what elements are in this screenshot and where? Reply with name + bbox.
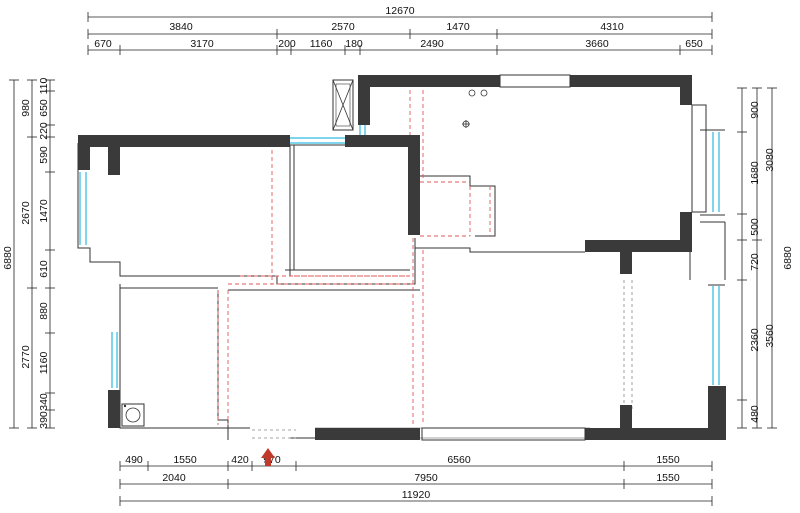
dim-right-s3: 500 (749, 218, 761, 236)
dim-top-r3-3: 200 (278, 38, 296, 50)
dim-top-r3-8: 650 (685, 38, 703, 50)
dim-top-r2-4: 4310 (600, 21, 624, 33)
top-dimensions: 12670 3840 2570 1470 4310 670 3170 200 1… (87, 5, 713, 55)
ac-unit-icon (332, 79, 354, 131)
dim-left-s2: 650 (38, 99, 50, 117)
dim-left-s7: 880 (38, 302, 50, 320)
interior-outlines (77, 129, 726, 440)
dim-right-s1: 900 (749, 101, 761, 119)
dim-bottom-overall: 11920 (402, 489, 431, 501)
right-dimensions: 6880 3080 3560 900 1680 500 720 2360 480 (737, 87, 794, 429)
washing-machine-icon (121, 403, 145, 427)
dim-right-s4: 720 (749, 253, 761, 271)
dim-left-s5: 1470 (38, 199, 50, 223)
dim-top-overall: 12670 (385, 5, 414, 17)
dim-right-overall: 6880 (782, 246, 794, 270)
dim-left-s10: 390 (38, 411, 50, 429)
dim-top-r3-6: 2490 (420, 38, 444, 50)
dim-bottom-r1-6: 1550 (656, 454, 680, 466)
dim-bottom-r1-2: 1550 (173, 454, 197, 466)
windows (79, 74, 720, 441)
dim-bottom-r2-1: 2040 (162, 472, 186, 484)
dim-left-s9: 340 (38, 393, 50, 411)
dim-left-g3: 2770 (20, 345, 32, 369)
dim-top-r2-3: 1470 (446, 21, 470, 33)
dim-left-s1: 110 (38, 77, 50, 94)
dim-left-s6: 610 (38, 260, 50, 278)
dim-right-g2: 3560 (764, 324, 776, 348)
dim-left-s3: 220 (38, 122, 50, 140)
dim-top-r3-4: 1160 (310, 38, 333, 50)
dim-left-overall: 6880 (2, 246, 14, 270)
dim-bottom-r2-2: 7950 (414, 472, 438, 484)
dim-bottom-r1-5: 6560 (447, 454, 471, 466)
dim-top-r2-2: 2570 (331, 21, 355, 33)
bottom-dimensions: 490 1550 420 970 6560 1550 2040 7950 155… (119, 454, 713, 506)
dim-top-r3-5: 180 (345, 38, 363, 50)
dim-left-g1: 980 (20, 99, 32, 117)
dim-right-s6: 480 (749, 405, 761, 423)
dim-bottom-r1-1: 490 (125, 454, 143, 466)
opening-lines (252, 280, 633, 439)
left-dimensions: 6880 980 2670 2770 110 650 220 590 1470 … (2, 77, 55, 429)
dim-top-r2-1: 3840 (169, 21, 193, 33)
dim-bottom-r2-3: 1550 (656, 472, 680, 484)
dim-bottom-r1-3: 420 (231, 454, 249, 466)
walls (78, 75, 726, 440)
dim-right-s5: 2360 (749, 328, 761, 352)
dim-left-g2: 2670 (20, 201, 32, 225)
hidden-lines (217, 90, 491, 425)
dim-top-r3-1: 670 (94, 38, 112, 50)
dim-top-r3-7: 3660 (585, 38, 609, 50)
dim-right-s2: 1680 (749, 161, 761, 185)
entry-arrow-icon (261, 448, 275, 466)
dim-left-s8: 1160 (38, 352, 50, 375)
dim-left-s4: 590 (38, 146, 50, 164)
dim-top-r3-2: 3170 (190, 38, 214, 50)
ceiling-light-icon (462, 89, 488, 128)
dim-right-g1: 3080 (764, 148, 776, 172)
